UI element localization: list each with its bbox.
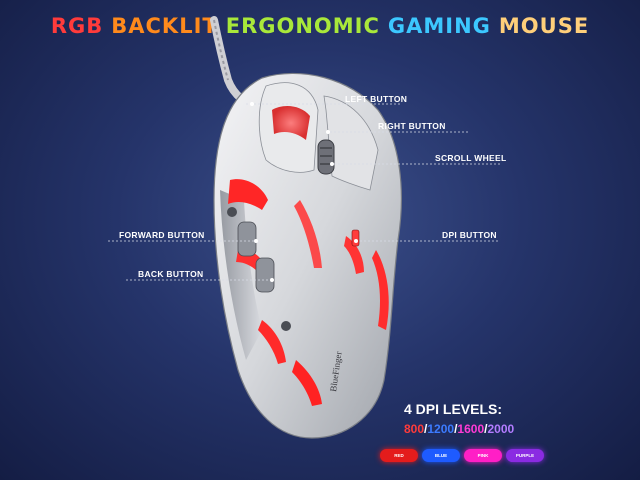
forward-side-button: [237, 221, 257, 257]
callout-dpi-button: DPI BUTTON: [442, 230, 497, 240]
callout-forward-button: FORWARD BUTTON: [119, 230, 205, 240]
dpi-levels-title: 4 DPI LEVELS:: [404, 401, 503, 417]
dpi-level-1200: 1200: [427, 422, 455, 436]
back-side-button: [255, 257, 275, 293]
dpi-levels-values: 800/1200/1600/2000: [404, 422, 515, 436]
callout-left-button: LEFT BUTTON: [345, 94, 408, 104]
right-button: [323, 95, 379, 191]
color-mode-blue: BLUE: [422, 449, 460, 462]
dpi-level-1600: 1600: [457, 422, 485, 436]
title-word-gaming: GAMING: [387, 14, 491, 38]
color-mode-pink: PINK: [464, 449, 502, 462]
color-mode-purple: PURPLE: [506, 449, 544, 462]
callout-right-button: RIGHT BUTTON: [378, 121, 446, 131]
scroll-wheel: [317, 139, 335, 175]
title-word-mouse: MOUSE: [498, 14, 590, 38]
dpi-level-800: 800: [404, 422, 425, 436]
dpi-switch: [351, 229, 360, 247]
title-word-ergonomic: ERGONOMIC: [225, 14, 380, 38]
color-mode-red: RED: [380, 449, 418, 462]
page-title: RGB BACKLIT ERGONOMIC GAMING MOUSE: [0, 14, 640, 38]
callout-back-button: BACK BUTTON: [138, 269, 204, 279]
title-word-rgb: RGB: [50, 14, 104, 38]
dpi-level-2000: 2000: [487, 422, 515, 436]
callout-scroll-wheel: SCROLL WHEEL: [435, 153, 507, 163]
title-word-backlit: BACKLIT: [111, 14, 218, 38]
